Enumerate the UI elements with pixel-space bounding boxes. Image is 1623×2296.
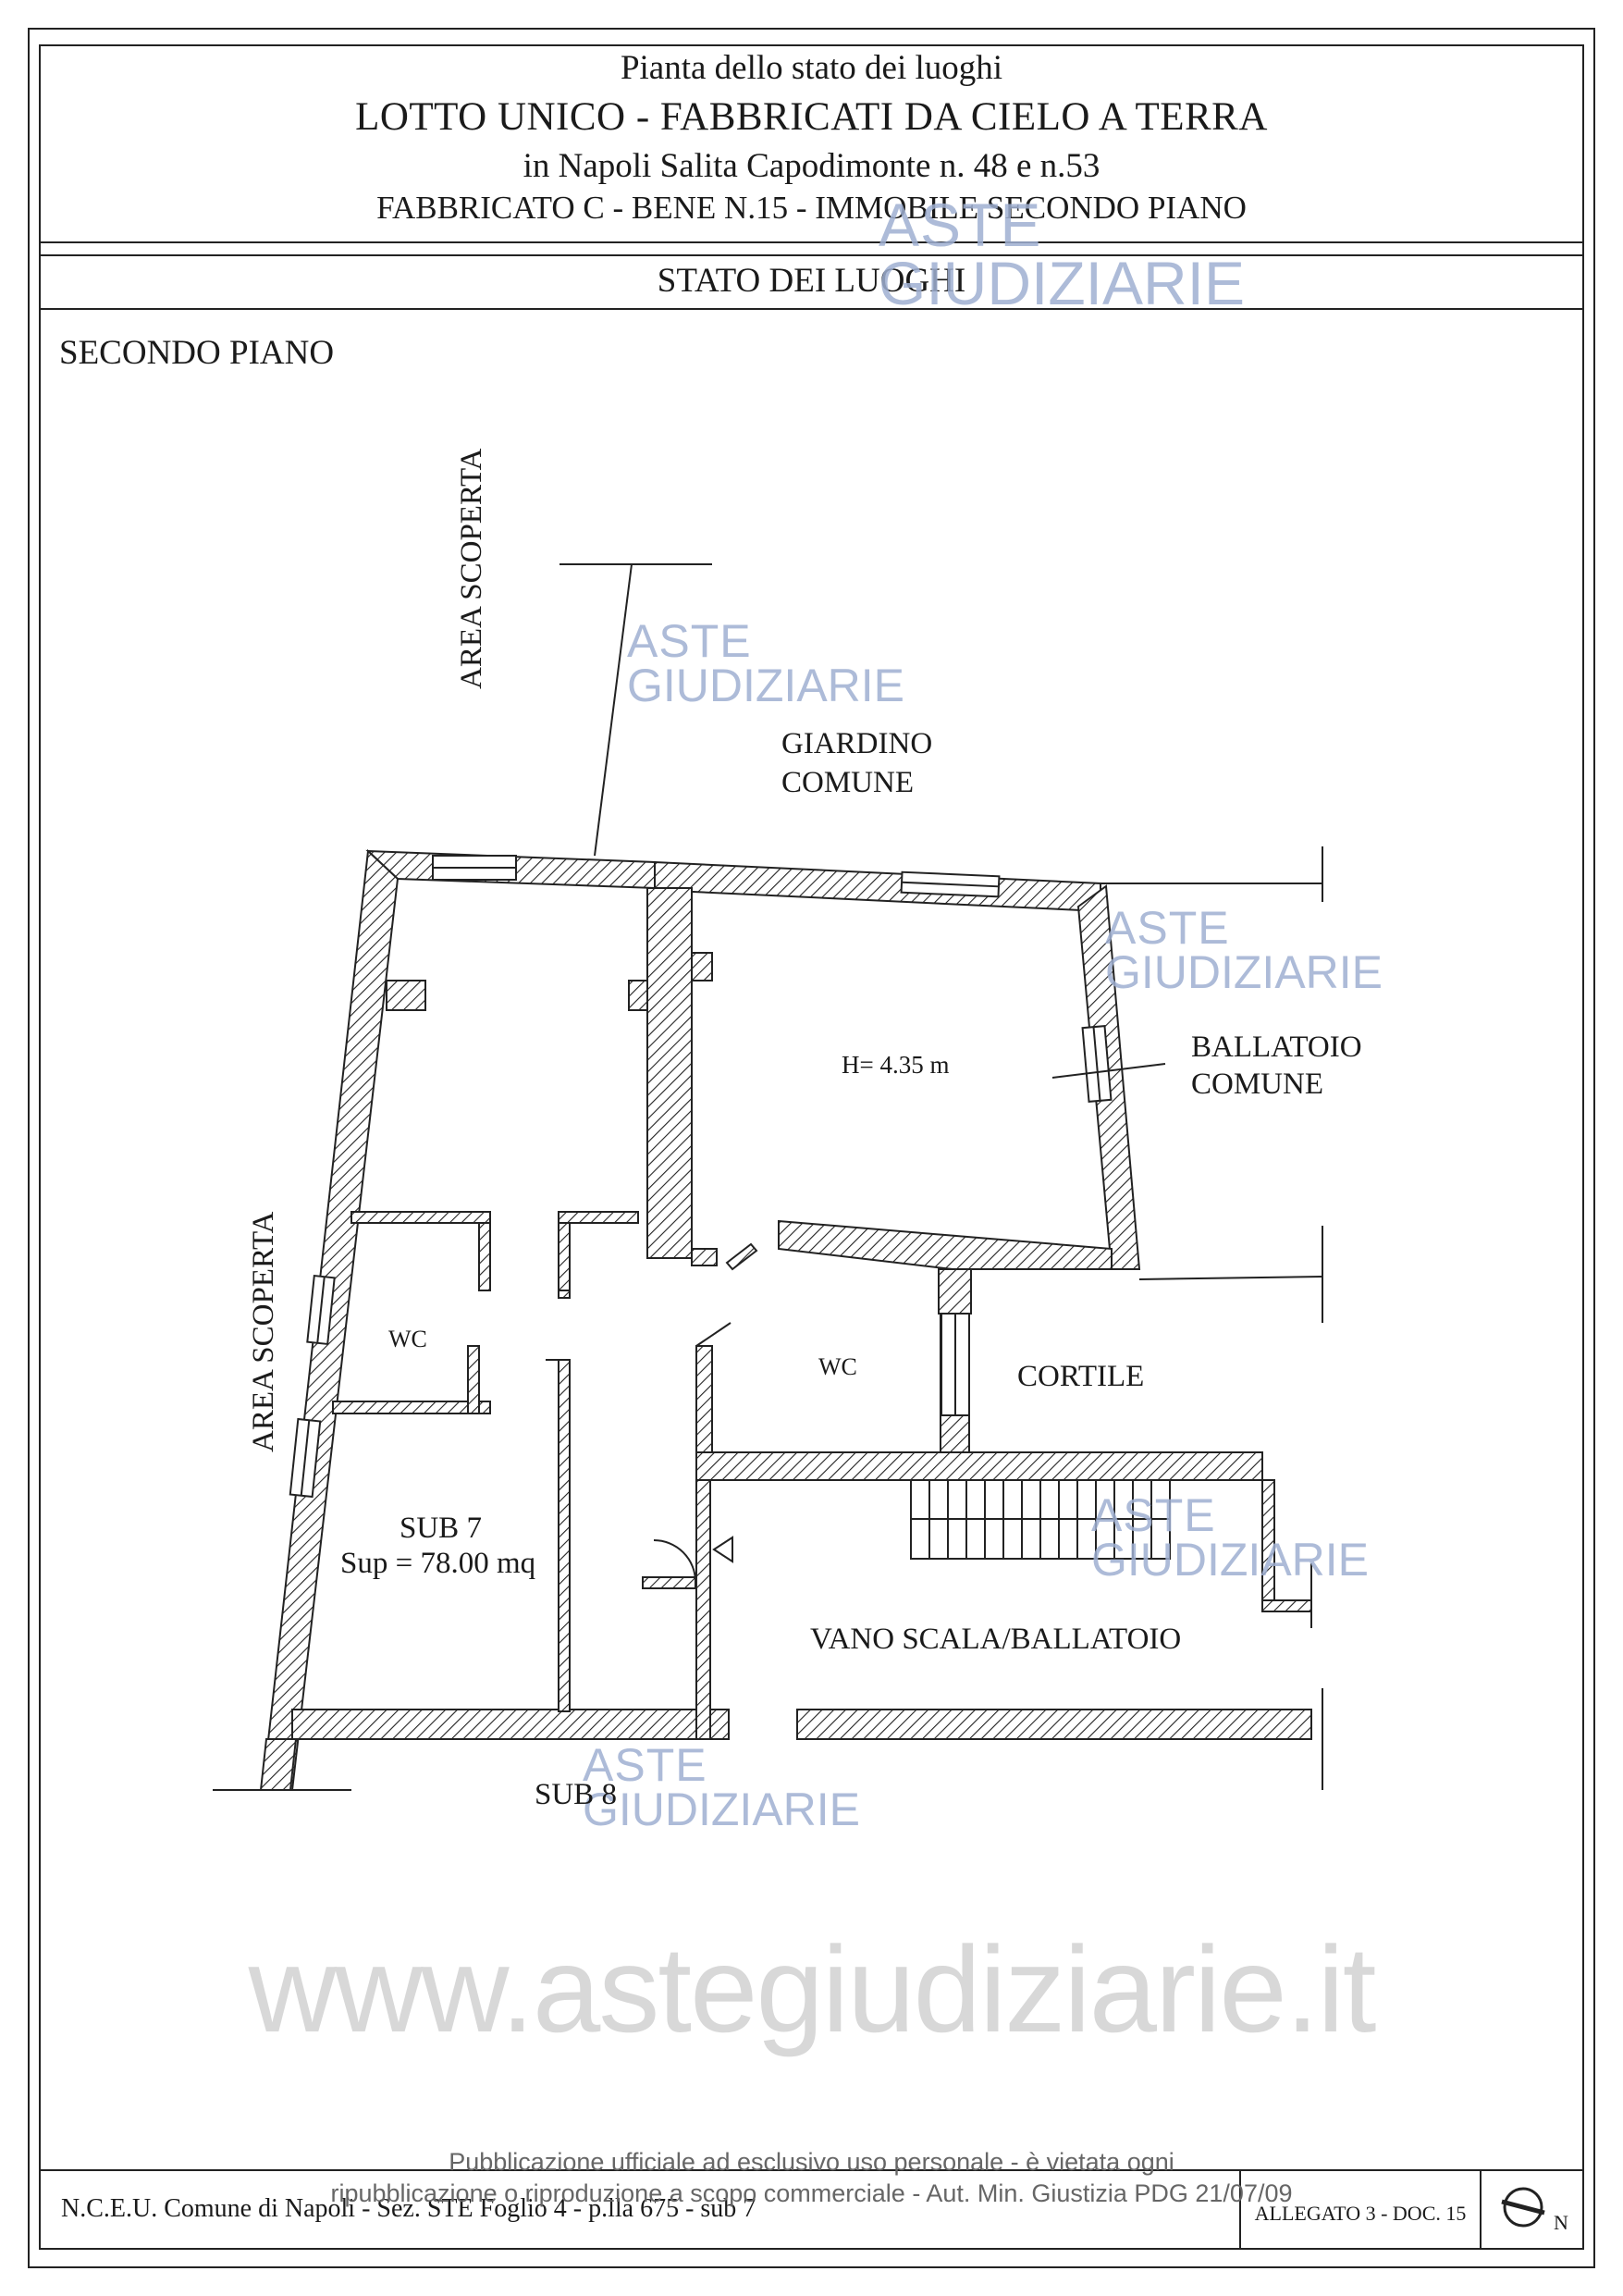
north-arrow: N — [1491, 2176, 1568, 2245]
label-vano-scala: VANO SCALA/BALLATOIO — [810, 1623, 1182, 1656]
label-sub7-area: Sup = 78.00 mq — [340, 1547, 536, 1580]
watermark-notice-2: ripubblicazione o riproduzione a scopo c… — [330, 2179, 1293, 2207]
label-giardino-comune: COMUNE — [781, 766, 915, 799]
watermark-site-url: www.astegiudiziarie.it — [248, 1921, 1377, 2057]
title-line-3: in Napoli Salita Capodimonte n. 48 e n.5… — [523, 147, 1100, 185]
title-line-4: FABBRICATO C - BENE N.15 - IMMOBILE SECO… — [376, 190, 1247, 226]
windows — [289, 855, 1113, 1499]
watermark-logo-4: ASTE GIUDIZIARIE — [1091, 1489, 1370, 1586]
label-giardino: GIARDINO — [781, 727, 933, 760]
label-cortile: CORTILE — [1017, 1360, 1145, 1393]
title-line-2: LOTTO UNICO - FABBRICATI DA CIELO A TERR… — [355, 95, 1268, 139]
north-arrow-icon — [1501, 2187, 1545, 2228]
watermark-notice-1: Pubblicazione ufficiale ad esclusivo uso… — [449, 2148, 1174, 2176]
staircase — [910, 1479, 1171, 1560]
label-wc-center: WC — [818, 1353, 857, 1380]
footer-divider-1 — [1239, 2169, 1241, 2250]
outer-frame — [28, 28, 1595, 2268]
label-wc-left: WC — [388, 1326, 427, 1352]
title-box — [39, 44, 1584, 243]
label-height: H= 4.35 m — [842, 1051, 950, 1079]
watermark-logo-3: ASTE GIUDIZIARIE — [1105, 902, 1383, 998]
watermark-logo-2: ASTE GIUDIZIARIE — [627, 615, 905, 711]
label-area-scoperta-left: AREA SCOPERTA — [247, 1211, 280, 1452]
title-line-1: Pianta dello stato dei luoghi — [620, 49, 1003, 87]
footer-cadastral-ref: N.C.E.U. Comune di Napoli - Sez. STE Fog… — [61, 2194, 756, 2223]
interior-lines — [213, 563, 1323, 1791]
label-ballatoio: BALLATOIO — [1191, 1031, 1362, 1064]
footer-attachment: ALLEGATO 3 - DOC. 15 — [1254, 2202, 1467, 2225]
corridor-marks — [558, 1290, 571, 1299]
footer-box — [39, 2169, 1584, 2250]
inner-frame — [39, 44, 1584, 2250]
label-area-scoperta-top: AREA SCOPERTA — [455, 448, 488, 689]
section-band — [39, 254, 1584, 310]
label-sub7: SUB 7 — [400, 1512, 482, 1545]
entrance-door — [642, 1536, 733, 1589]
section-band-label: STATO DEI LUOGHI — [657, 262, 966, 300]
footer-divider-2 — [1480, 2169, 1482, 2250]
watermark-logo-5: ASTE GIUDIZIARIE — [583, 1739, 861, 1835]
floor-label: SECONDO PIANO — [59, 334, 335, 372]
watermark-logo-top: ASTE GIUDIZIARIE — [879, 191, 1246, 317]
label-sub8: SUB 8 — [535, 1778, 617, 1811]
north-label: N — [1554, 2211, 1568, 2234]
label-ballatoio-comune: COMUNE — [1191, 1068, 1324, 1101]
